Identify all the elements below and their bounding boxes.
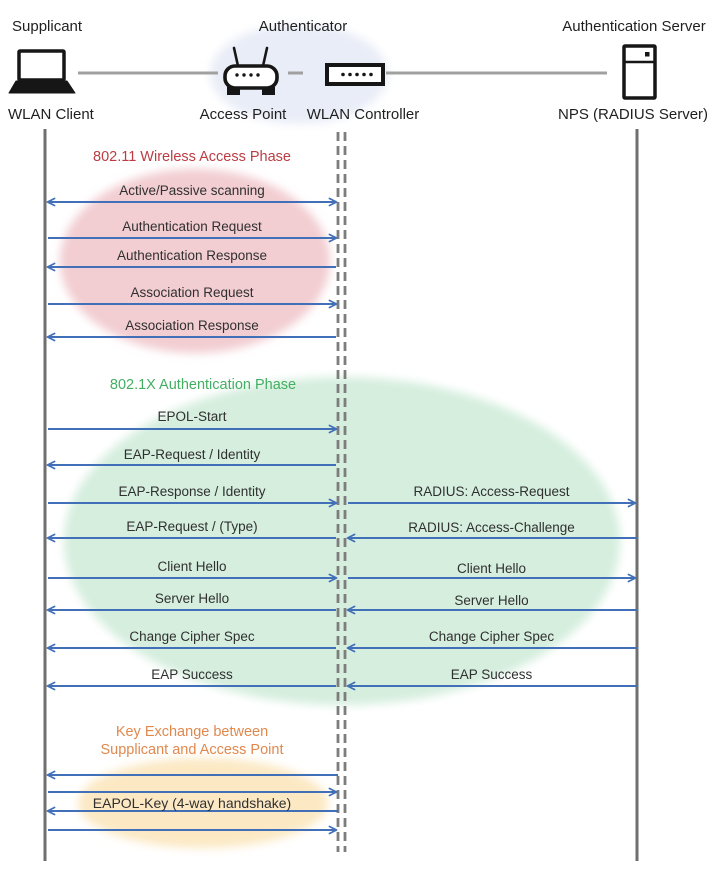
msg-eap-request-identity: EAP-Request / Identity xyxy=(123,447,261,462)
access-point-icon xyxy=(223,46,279,95)
wlan-controller-icon xyxy=(325,63,385,86)
device-access-point: Access Point xyxy=(199,106,287,123)
msg-assoc-request: Association Request xyxy=(130,285,254,300)
msg-assoc-response: Association Response xyxy=(125,318,259,333)
msg-eap-request-type: EAP-Request / (Type) xyxy=(126,519,258,534)
msg-eap-success-right: EAP Success xyxy=(450,667,533,682)
server-icon xyxy=(622,44,657,100)
msg-radius-access-challenge: RADIUS: Access-Challenge xyxy=(408,520,575,535)
msg-radius-access-request: RADIUS: Access-Request xyxy=(413,484,570,499)
phase2-title: 802.1X Authentication Phase xyxy=(109,377,297,393)
phase1-title: 802.11 Wireless Access Phase xyxy=(93,149,291,165)
laptop-icon xyxy=(8,49,76,94)
device-wlan-client: WLAN Client xyxy=(8,106,94,123)
actor-authentication-server: Authentication Server xyxy=(562,18,706,35)
msg-change-cipher-left: Change Cipher Spec xyxy=(129,629,255,644)
phase3-title-line2: Supplicant and Access Point xyxy=(100,742,284,758)
msg-eapol-key: EAPOL-Key (4-way handshake) xyxy=(92,795,292,811)
phase3-ellipse xyxy=(78,758,328,848)
phase3-title-line1: Key Exchange between xyxy=(115,724,269,740)
msg-scanning: Active/Passive scanning xyxy=(119,183,265,198)
msg-client-hello-right: Client Hello xyxy=(456,561,527,576)
msg-epol-start: EPOL-Start xyxy=(157,409,227,424)
phase1-ellipse xyxy=(60,169,330,353)
msg-change-cipher-right: Change Cipher Spec xyxy=(428,629,555,644)
msg-eap-response-identity: EAP-Response / Identity xyxy=(118,484,266,499)
actor-supplicant: Supplicant xyxy=(12,18,83,35)
device-wlan-controller: WLAN Controller xyxy=(306,106,420,123)
device-nps-radius-server: NPS (RADIUS Server) xyxy=(558,106,709,123)
actor-authenticator: Authenticator xyxy=(258,18,348,35)
msg-client-hello-left: Client Hello xyxy=(157,559,227,574)
msg-auth-request: Authentication Request xyxy=(122,219,262,234)
msg-eap-success-left: EAP Success xyxy=(151,667,233,682)
msg-server-hello-right: Server Hello xyxy=(454,593,529,608)
msg-server-hello-left: Server Hello xyxy=(154,591,230,606)
msg-auth-response: Authentication Response xyxy=(116,248,268,263)
phase2-ellipse xyxy=(64,377,620,705)
